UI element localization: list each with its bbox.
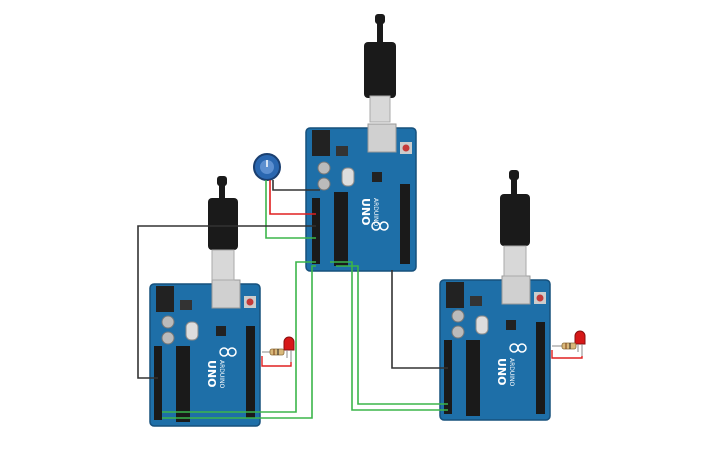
usb-socket-icon (211, 279, 241, 309)
svg-text:UNO: UNO (359, 198, 372, 226)
resistor-icon (552, 342, 577, 350)
microcontroller-chip (334, 192, 348, 266)
power-jack-icon (156, 286, 174, 312)
board-logo: ARDUINO UNO (495, 358, 515, 387)
wire-red-left-led[interactable] (261, 356, 292, 367)
svg-text:ARDUINO: ARDUINO (508, 358, 515, 387)
wire-green-center-right-1[interactable] (330, 261, 448, 411)
board-logo: ARDUINO UNO (359, 198, 379, 227)
svg-text:UNO: UNO (205, 360, 218, 388)
usb-cable-icon (500, 170, 530, 277)
svg-text:ARDUINO: ARDUINO (372, 198, 379, 227)
resistor-icon (262, 348, 285, 356)
power-jack-icon (446, 282, 464, 308)
wire-green-center-left-2[interactable] (162, 265, 316, 419)
arduino-infinity-icon (509, 343, 527, 353)
wire-red-right-led[interactable] (551, 350, 583, 359)
wire-black-center-left-gnd[interactable] (137, 225, 316, 379)
usb-cable-icon (364, 14, 396, 123)
arduino-infinity-icon (371, 221, 389, 231)
potentiometer-icon[interactable] (253, 153, 281, 181)
wire-green-center-right-2[interactable] (336, 265, 448, 405)
red-led-icon[interactable] (283, 336, 295, 364)
wire-black-pot-gnd[interactable] (272, 180, 320, 191)
wire-green-center-left-1[interactable] (162, 261, 316, 413)
wire-black-center-right-gnd[interactable] (391, 270, 448, 369)
arduino-board-center[interactable]: ARDUINO UNO (305, 123, 417, 272)
arduino-infinity-icon (219, 347, 237, 357)
microcontroller-chip (466, 340, 480, 416)
red-led-icon[interactable] (574, 330, 586, 356)
usb-cable-icon (208, 176, 238, 281)
wire-red-pot-5v[interactable] (269, 180, 316, 215)
svg-text:ARDUINO: ARDUINO (218, 360, 225, 389)
reset-button-icon[interactable] (536, 294, 544, 302)
reset-button-icon[interactable] (246, 298, 254, 306)
arduino-board-right[interactable]: ARDUINO UNO (439, 275, 551, 421)
reset-button-icon[interactable] (402, 144, 410, 152)
board-logo: ARDUINO UNO (205, 360, 225, 389)
microcontroller-chip (176, 346, 190, 422)
svg-text:UNO: UNO (495, 358, 508, 386)
usb-socket-icon (367, 123, 397, 153)
usb-socket-icon (501, 275, 531, 305)
wire-green-pot-a0[interactable] (265, 180, 316, 239)
power-jack-icon (312, 130, 330, 156)
arduino-board-left[interactable]: ARDUINO UNO (149, 279, 261, 427)
